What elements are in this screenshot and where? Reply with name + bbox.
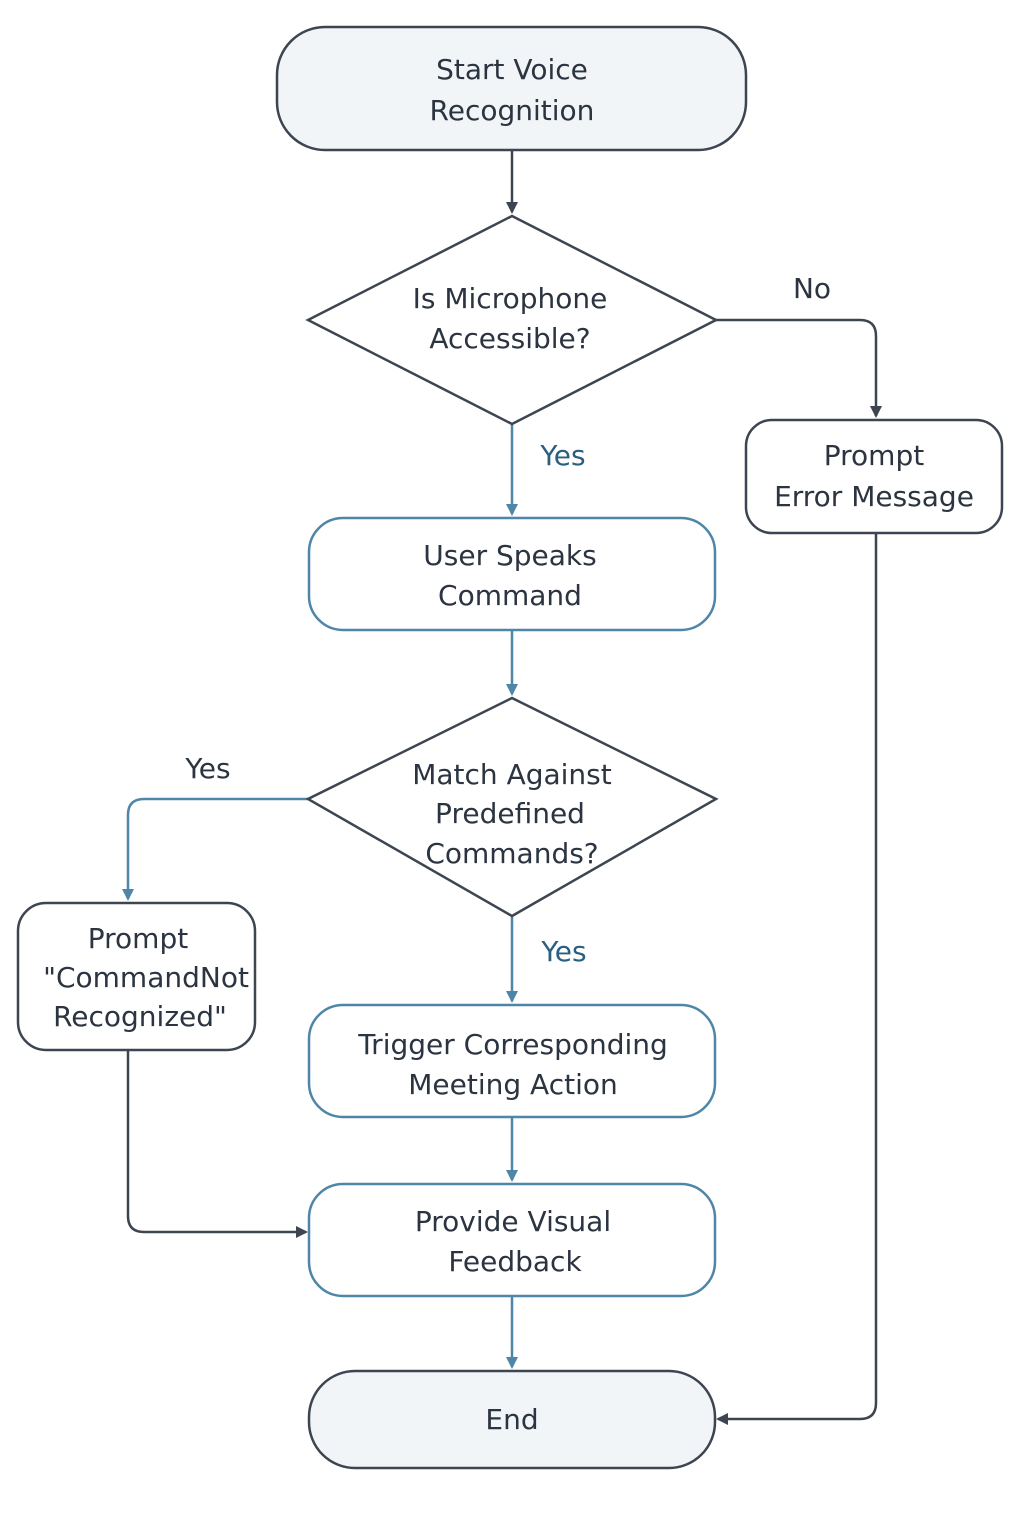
edge-match-yes-to-not-recognized <box>122 797 308 901</box>
trigger-action-label-line-2: Meeting Action <box>408 1068 617 1101</box>
not-recognized-label-line-2: "CommandNot <box>43 961 249 994</box>
error-prompt-label-line-1: Prompt <box>824 439 924 472</box>
not-recognized-label-line-3: Recognized" <box>53 1000 227 1033</box>
end-node-label: End <box>485 1403 538 1436</box>
edge-error-to-end <box>716 533 878 1425</box>
mic-check-decision: Is Microphone Accessible? <box>305 214 719 426</box>
match-check-decision: Match Against Predefined Commands? <box>305 696 719 918</box>
edge-not-recognized-to-feedback <box>126 1050 308 1238</box>
start-node: Start Voice Recognition <box>275 25 748 152</box>
end-node: End <box>307 1369 717 1470</box>
user-speaks-label-line-1: User Speaks <box>423 539 596 572</box>
match-check-label-line-2: Predefined <box>435 797 585 830</box>
error-prompt-node: Prompt Error Message <box>744 418 1004 535</box>
not-recognized-label-line-1: Prompt <box>88 922 188 955</box>
edge-mic-no-to-error <box>716 318 882 418</box>
edge-label-mic-no: No <box>793 272 831 305</box>
edge-label-match-down-yes: Yes <box>540 935 586 968</box>
mic-check-label-line-2: Accessible? <box>429 322 590 355</box>
start-node-label-line-2: Recognition <box>430 94 595 127</box>
user-speaks-node: User Speaks Command <box>307 516 717 632</box>
visual-feedback-node: Provide Visual Feedback <box>307 1182 717 1298</box>
trigger-action-node: Trigger Corresponding Meeting Action <box>307 1003 717 1119</box>
not-recognized-node: Prompt "CommandNot Recognized" <box>16 901 257 1052</box>
edge-label-match-left-yes: Yes <box>184 752 230 785</box>
user-speaks-label-line-2: Command <box>438 579 582 612</box>
start-node-label-line-1: Start Voice <box>436 53 588 86</box>
match-check-label-line-3: Commands? <box>425 837 598 870</box>
visual-feedback-label-line-1: Provide Visual <box>415 1205 611 1238</box>
error-prompt-label-line-2: Error Message <box>774 480 974 513</box>
match-check-label-line-1: Match Against <box>412 758 612 791</box>
trigger-action-label-line-1: Trigger Corresponding <box>357 1028 668 1061</box>
mic-check-label-line-1: Is Microphone <box>413 282 608 315</box>
edge-label-mic-yes: Yes <box>539 439 585 472</box>
visual-feedback-label-line-2: Feedback <box>448 1245 582 1278</box>
